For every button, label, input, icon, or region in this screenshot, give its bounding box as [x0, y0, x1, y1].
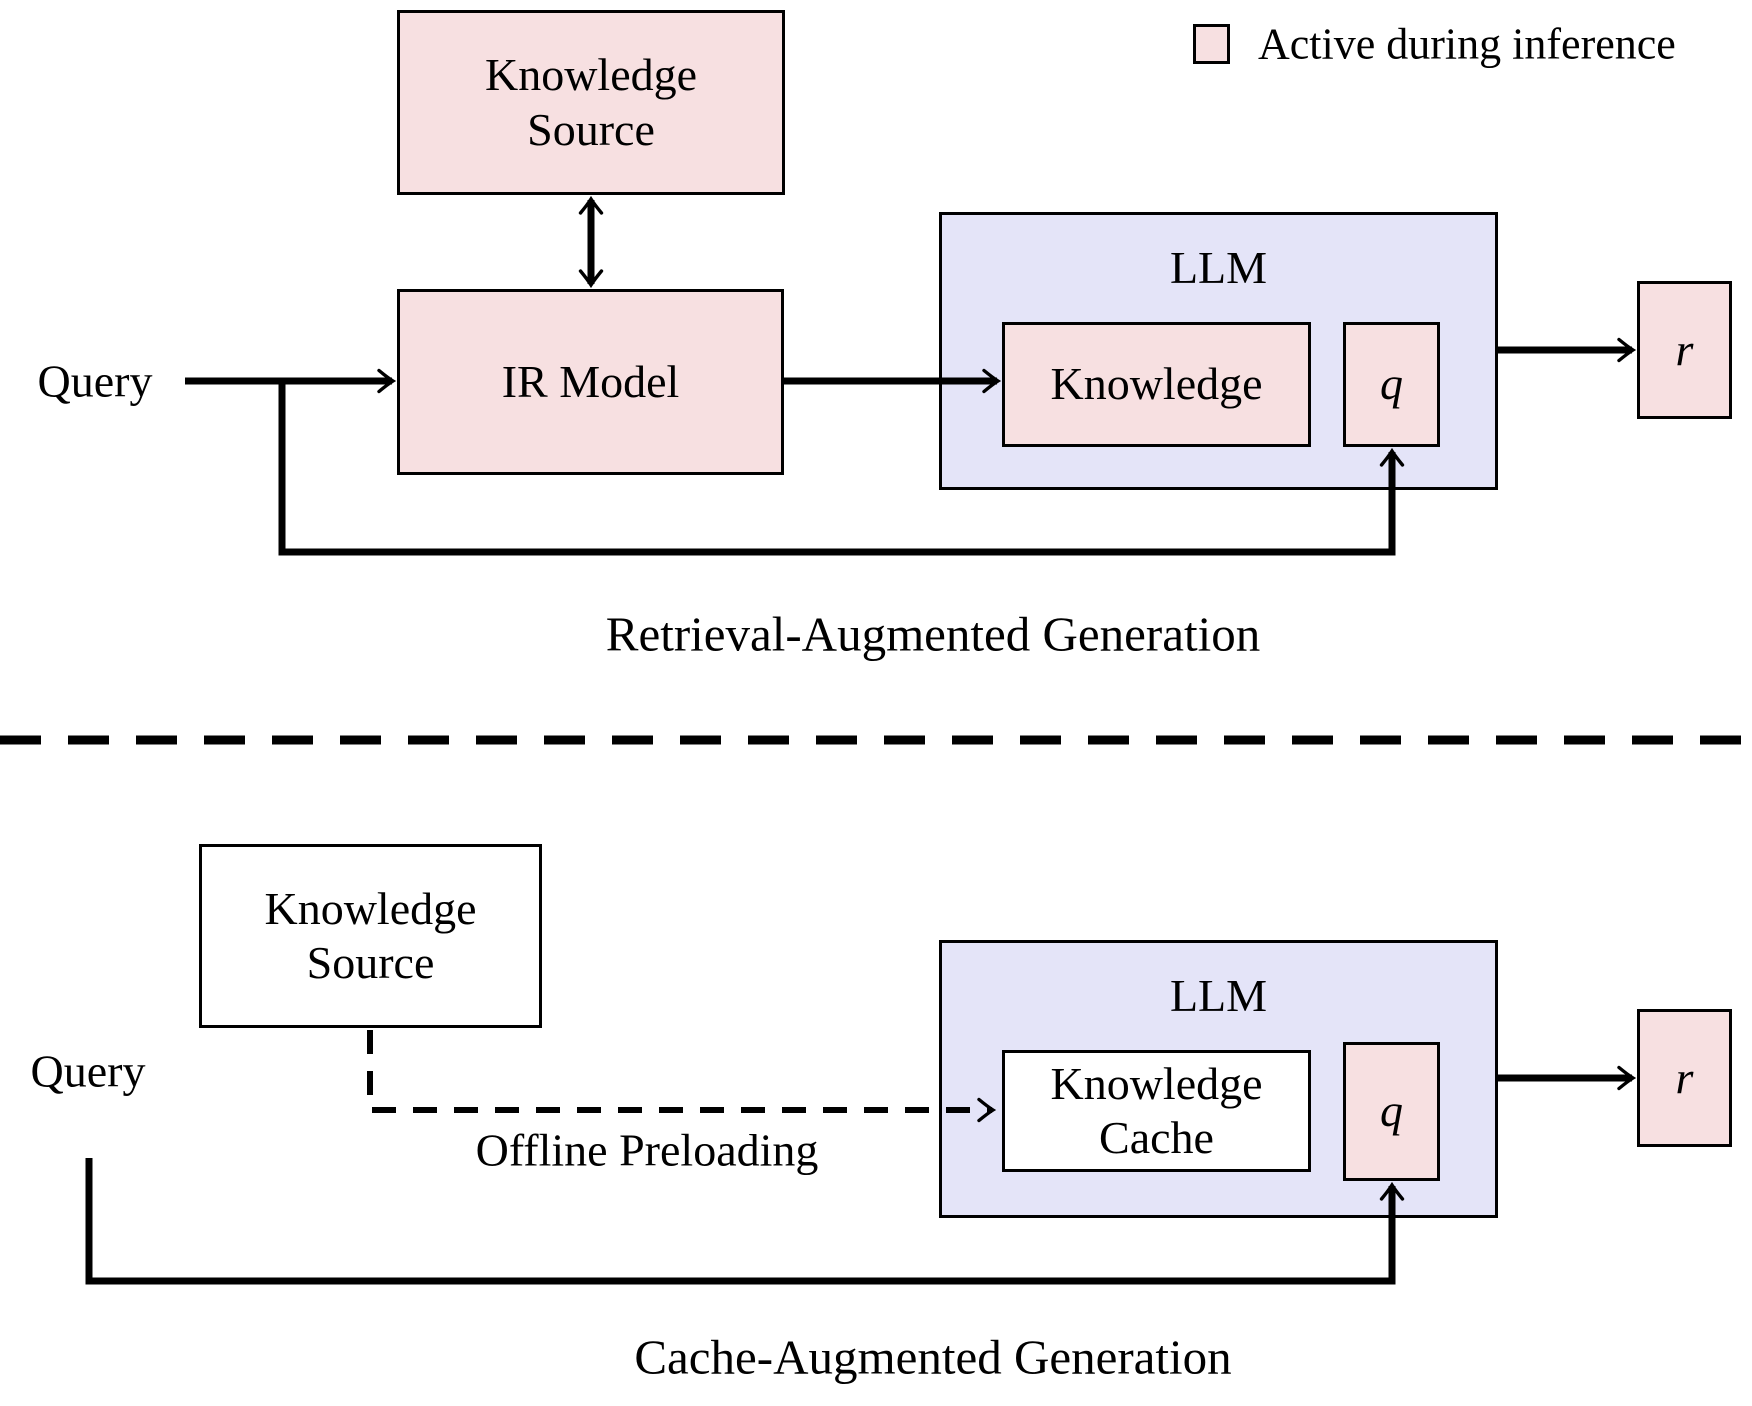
legend-active-swatch [1193, 24, 1230, 64]
response-box-cag: r [1637, 1009, 1732, 1147]
ir-model-box: IR Model [397, 289, 784, 475]
rag-caption: Retrieval-Augmented Generation [605, 606, 1261, 662]
query-token-box-cag: q [1343, 1042, 1440, 1181]
arrow-offline-preloading-dashed [367, 1030, 997, 1123]
knowledge-source-box-rag: Knowledge Source [397, 10, 785, 195]
knowledge-cache-box: Knowledge Cache [1002, 1050, 1311, 1172]
llm-label-cag: LLM [1169, 970, 1268, 1021]
legend-label: Active during inference [1258, 19, 1676, 69]
knowledge-box-rag: Knowledge [1002, 322, 1311, 447]
query-label-cag: Query [30, 1045, 146, 1097]
knowledge-source-box-cag: Knowledge Source [199, 844, 542, 1028]
offline-preloading-label: Offline Preloading [475, 1124, 819, 1176]
llm-label-rag: LLM [1169, 242, 1268, 293]
response-box-rag: r [1637, 281, 1732, 419]
cag-caption: Cache-Augmented Generation [634, 1329, 1232, 1385]
query-token-box-rag: q [1343, 322, 1440, 447]
query-label-rag: Query [37, 355, 153, 407]
